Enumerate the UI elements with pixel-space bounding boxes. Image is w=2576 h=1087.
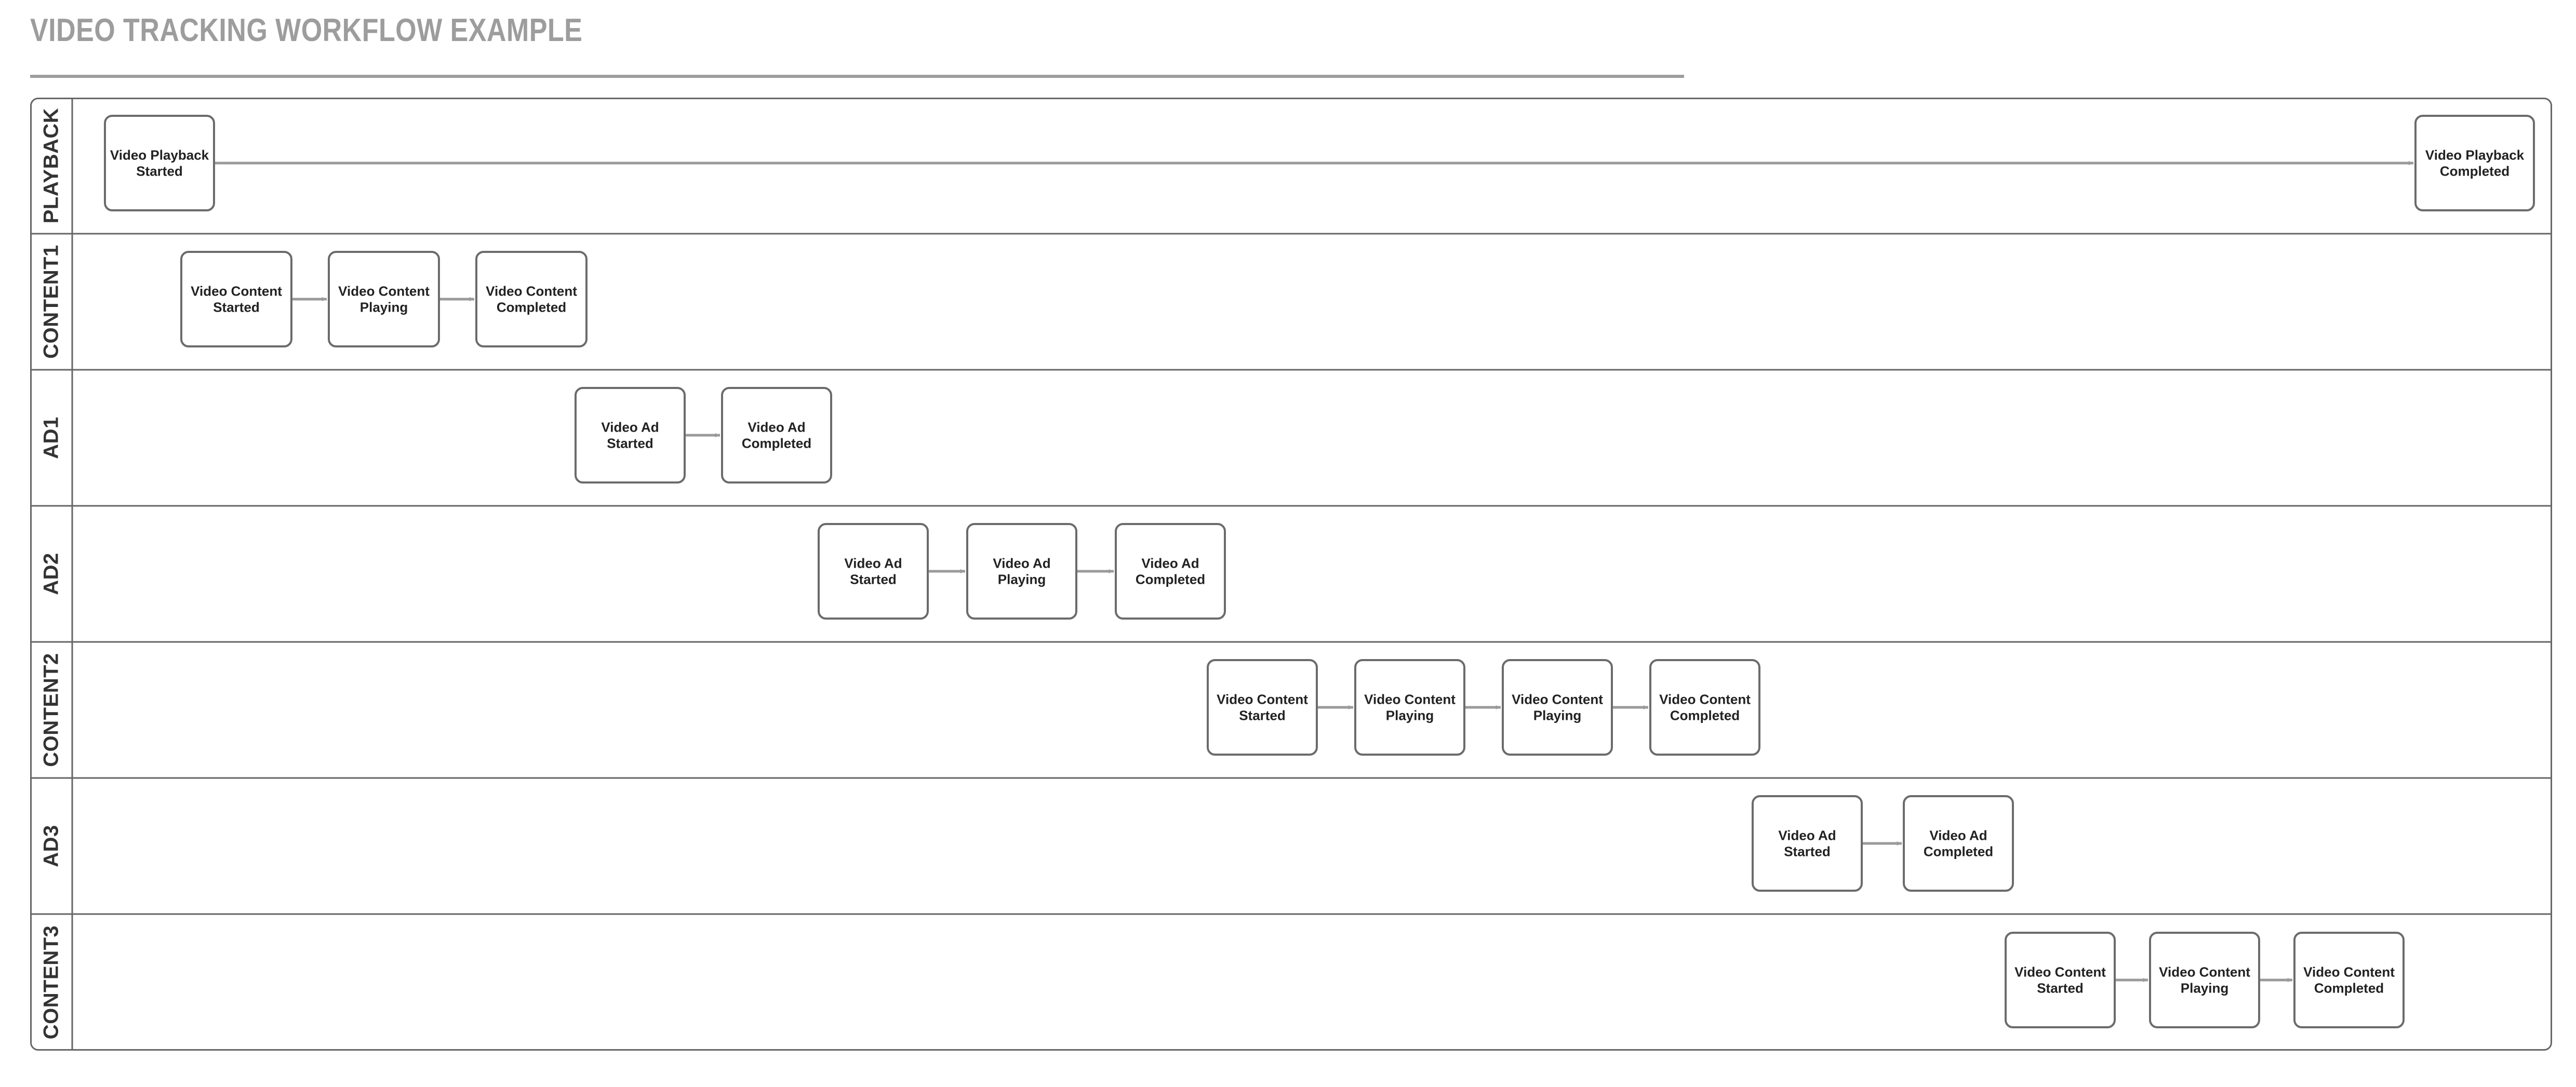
swimlane-ad2: AD2 xyxy=(31,505,2552,595)
page-title: VIDEO TRACKING WORKFLOW EXAMPLE xyxy=(30,12,583,48)
lane-label-content3: CONTENT3 xyxy=(40,925,63,1040)
lane-label-ad3: AD3 xyxy=(40,825,63,867)
swimlane-content3: CONTENT3 xyxy=(31,913,2552,1040)
lane-label-playback: PLAYBACK xyxy=(40,108,63,224)
node-box[interactable] xyxy=(2293,932,2405,1028)
pool-outline xyxy=(30,98,2552,1051)
node-box[interactable] xyxy=(2414,115,2535,211)
lane-label-content1: CONTENT1 xyxy=(40,245,63,359)
node-box[interactable] xyxy=(104,115,215,211)
swimlane-playback: PLAYBACK xyxy=(40,108,63,224)
node-box[interactable] xyxy=(818,523,929,620)
node-box[interactable] xyxy=(180,251,292,347)
node-box[interactable] xyxy=(475,251,588,347)
node-box[interactable] xyxy=(966,523,1077,620)
node-box[interactable] xyxy=(1354,659,1465,756)
title-underline-rule xyxy=(30,75,1684,78)
node-box[interactable] xyxy=(1903,795,2014,892)
node-box[interactable] xyxy=(1649,659,1760,756)
node-box[interactable] xyxy=(721,387,832,484)
lane-label-ad2: AD2 xyxy=(40,553,63,595)
swimlane-ad3: AD3 xyxy=(31,777,2552,867)
swimlane-ad1: AD1 xyxy=(31,369,2552,459)
node-box[interactable] xyxy=(1502,659,1613,756)
node-box[interactable] xyxy=(1752,795,1863,892)
swimlane-content1: CONTENT1 xyxy=(31,233,2552,359)
node-box[interactable] xyxy=(1207,659,1318,756)
node-box[interactable] xyxy=(328,251,440,347)
node-box[interactable] xyxy=(2005,932,2116,1028)
node-box[interactable] xyxy=(2149,932,2260,1028)
node-box[interactable] xyxy=(575,387,686,484)
swimlane-content2: CONTENT2 xyxy=(31,641,2552,767)
lane-label-ad1: AD1 xyxy=(40,417,63,459)
node-box[interactable] xyxy=(1115,523,1226,620)
lane-label-content2: CONTENT2 xyxy=(40,653,63,767)
